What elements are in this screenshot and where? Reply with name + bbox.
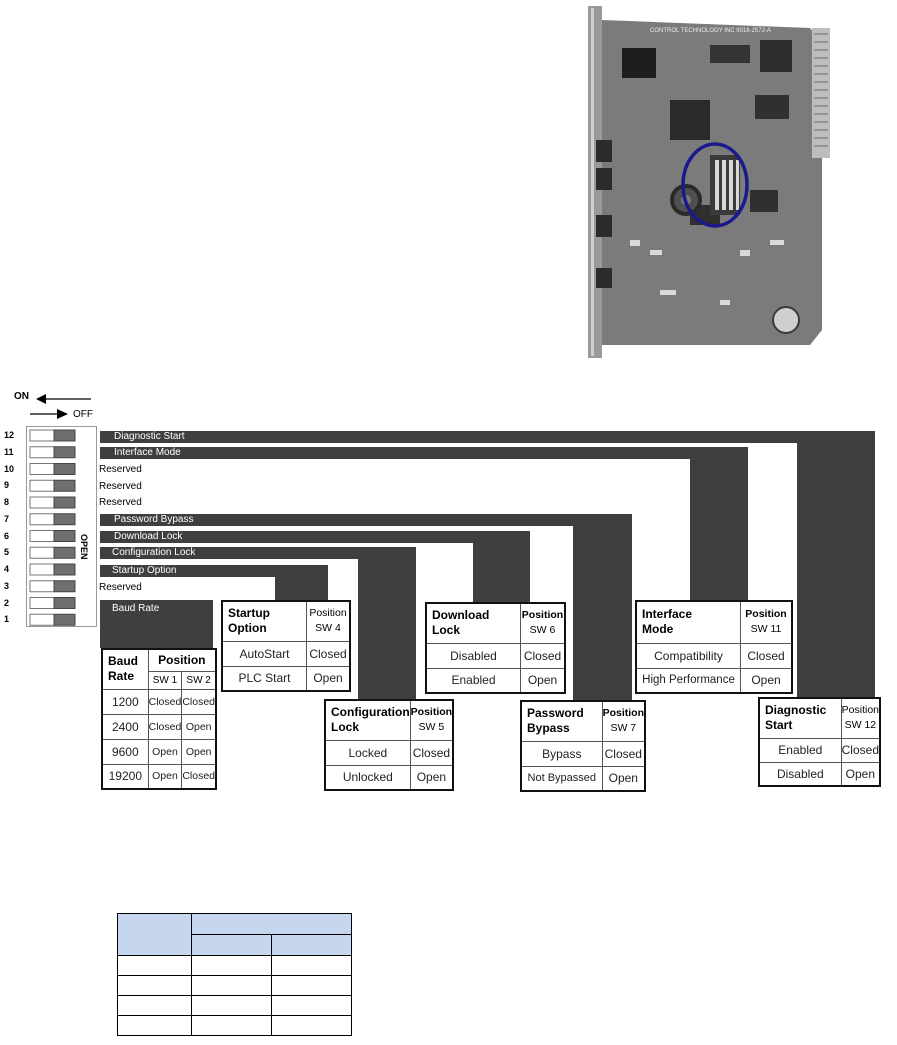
dip-switch-actuator: [53, 530, 76, 542]
dip-switch-actuator: [53, 446, 76, 459]
label-reserved-10: Reserved: [99, 464, 142, 475]
leader-bar-sw11: [100, 447, 748, 459]
label-password-bypass: Password Bypass: [114, 514, 194, 525]
leader-bar-sw5: [100, 547, 416, 559]
dip-switch-actuator: [53, 613, 76, 626]
baud-row-label: 1200: [101, 688, 149, 715]
label-interface-mode: Interface Mode: [114, 447, 181, 458]
label-diagnostic-start: Diagnostic Start: [114, 431, 185, 442]
dip-switch-actuator: [53, 496, 76, 509]
open-label: OPEN: [79, 534, 89, 560]
leader-drop-sw11: [690, 447, 748, 602]
baud-row-label: 9600: [101, 738, 149, 765]
circuit-board-photo: CONTROL TECHNOLOGY INC 9018-2572-A: [560, 0, 837, 360]
leader-drop-sw7: [573, 514, 632, 702]
switch-number: 7: [4, 513, 10, 524]
label-reserved-9: Reserved: [99, 481, 142, 492]
baud-position-header: Position: [147, 648, 217, 672]
off-arrow-icon: [30, 409, 68, 419]
leader-bar-sw12: [100, 431, 875, 443]
label-reserved-3: Reserved: [99, 582, 142, 593]
dip-switch-actuator: [53, 513, 76, 526]
leader-drop-baud: [148, 600, 213, 648]
on-label: ON: [14, 391, 29, 402]
leader-drop-sw5: [358, 547, 416, 702]
dip-switch-actuator: [53, 479, 76, 492]
switch-number: 2: [4, 597, 10, 608]
baud-row-label: 2400: [101, 713, 149, 740]
dip-switch-block: [26, 426, 97, 627]
on-arrow-icon: [36, 394, 91, 404]
label-baud-rate: Baud Rate: [112, 603, 160, 614]
switch-number: 6: [4, 530, 10, 541]
off-label: OFF: [73, 409, 93, 420]
switch-number: 12: [4, 430, 15, 440]
label-download-lock: Download Lock: [114, 531, 183, 542]
switch-number: 3: [4, 580, 10, 591]
leader-drop-sw6: [473, 531, 530, 603]
switch-leader-diagram: [100, 431, 875, 702]
switch-number: 5: [4, 547, 10, 558]
leader-drop-sw12: [797, 431, 875, 699]
leader-bar-sw4: [100, 565, 328, 577]
switch-number: 4: [4, 564, 10, 574]
baud-row-label: 19200: [101, 763, 149, 790]
dip-switch-actuator: [53, 580, 76, 593]
leader-bar-sw6: [100, 531, 530, 543]
label-configuration-lock: Configuration Lock: [112, 547, 196, 558]
dip-switch-actuator: [53, 429, 76, 442]
dip-switch-actuator: [53, 563, 76, 576]
baud-sw1-header: SW 1: [147, 670, 183, 690]
switch-number: 1: [4, 614, 10, 625]
empty-template-table: [117, 913, 352, 1036]
dip-switch-actuator: [53, 463, 76, 475]
dip-switch-actuator: [53, 597, 76, 609]
leader-bar-sw7: [100, 514, 632, 526]
switch-number: 11: [4, 446, 14, 457]
board-label: CONTROL TECHNOLOGY INC 9018-2572-A: [650, 28, 771, 34]
dip-switch-actuator: [53, 546, 76, 559]
switch-number: 9: [4, 480, 10, 491]
switch-number: 8: [4, 497, 10, 507]
baud-sw2-header: SW 2: [181, 670, 217, 690]
leader-drop-sw4: [275, 565, 328, 601]
dip-switch-highlight: [681, 142, 749, 228]
switch-number: 10: [4, 463, 15, 474]
label-reserved-8: Reserved: [99, 497, 142, 508]
label-startup-option: Startup Option: [112, 565, 177, 576]
